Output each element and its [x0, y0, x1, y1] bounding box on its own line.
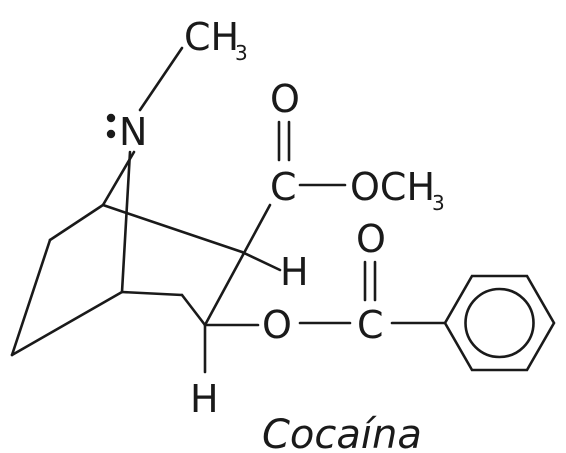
atom-methoxy-och: OCH: [350, 165, 435, 209]
bond-n-c5: [120, 150, 132, 294]
benzene-aromatic-circle: [464, 287, 535, 359]
benzene-hexagon: [443, 274, 556, 372]
atom-carbonyl-carbon-top: C: [270, 165, 297, 209]
atom-ester-oxygen: O: [262, 303, 292, 347]
bond-c5-c4: [120, 290, 184, 297]
bond-lines: [10, 46, 447, 374]
molecule-name-caption: Cocaína: [262, 412, 422, 453]
atom-nitrogen: N: [119, 110, 147, 154]
bond-c4-c3: [180, 293, 207, 327]
atom-methyl-ch: CH: [184, 15, 239, 59]
lone-pair-dot-bottom: [106, 129, 116, 139]
bond-c1-c7: [48, 203, 105, 242]
bond-c1-c2: [101, 203, 244, 254]
atom-hydrogen-c2: H: [280, 250, 309, 294]
atom-carbonyl-carbon-bottom: C: [357, 303, 384, 347]
atom-methoxy-subscript: 3: [432, 191, 445, 215]
bond-c7-c6: [10, 238, 52, 357]
atom-carbonyl-oxygen-bottom: O: [356, 217, 386, 261]
bond-c2-h: [240, 250, 282, 272]
atom-carbonyl-oxygen-top: O: [270, 77, 300, 121]
bond-n-methyl: [138, 46, 184, 112]
nitrogen-lone-pair: [106, 113, 116, 139]
atom-methyl-subscript: 3: [235, 41, 248, 65]
benzene-ring: [443, 274, 556, 372]
methyl-group: CH 3: [184, 15, 248, 65]
bond-c2-carbonyl: [203, 203, 272, 327]
lone-pair-dot-top: [106, 113, 116, 123]
atom-hydrogen-c3: H: [190, 377, 219, 421]
bond-c6-c5: [10, 290, 124, 357]
methoxy-group: OCH 3: [350, 165, 445, 215]
